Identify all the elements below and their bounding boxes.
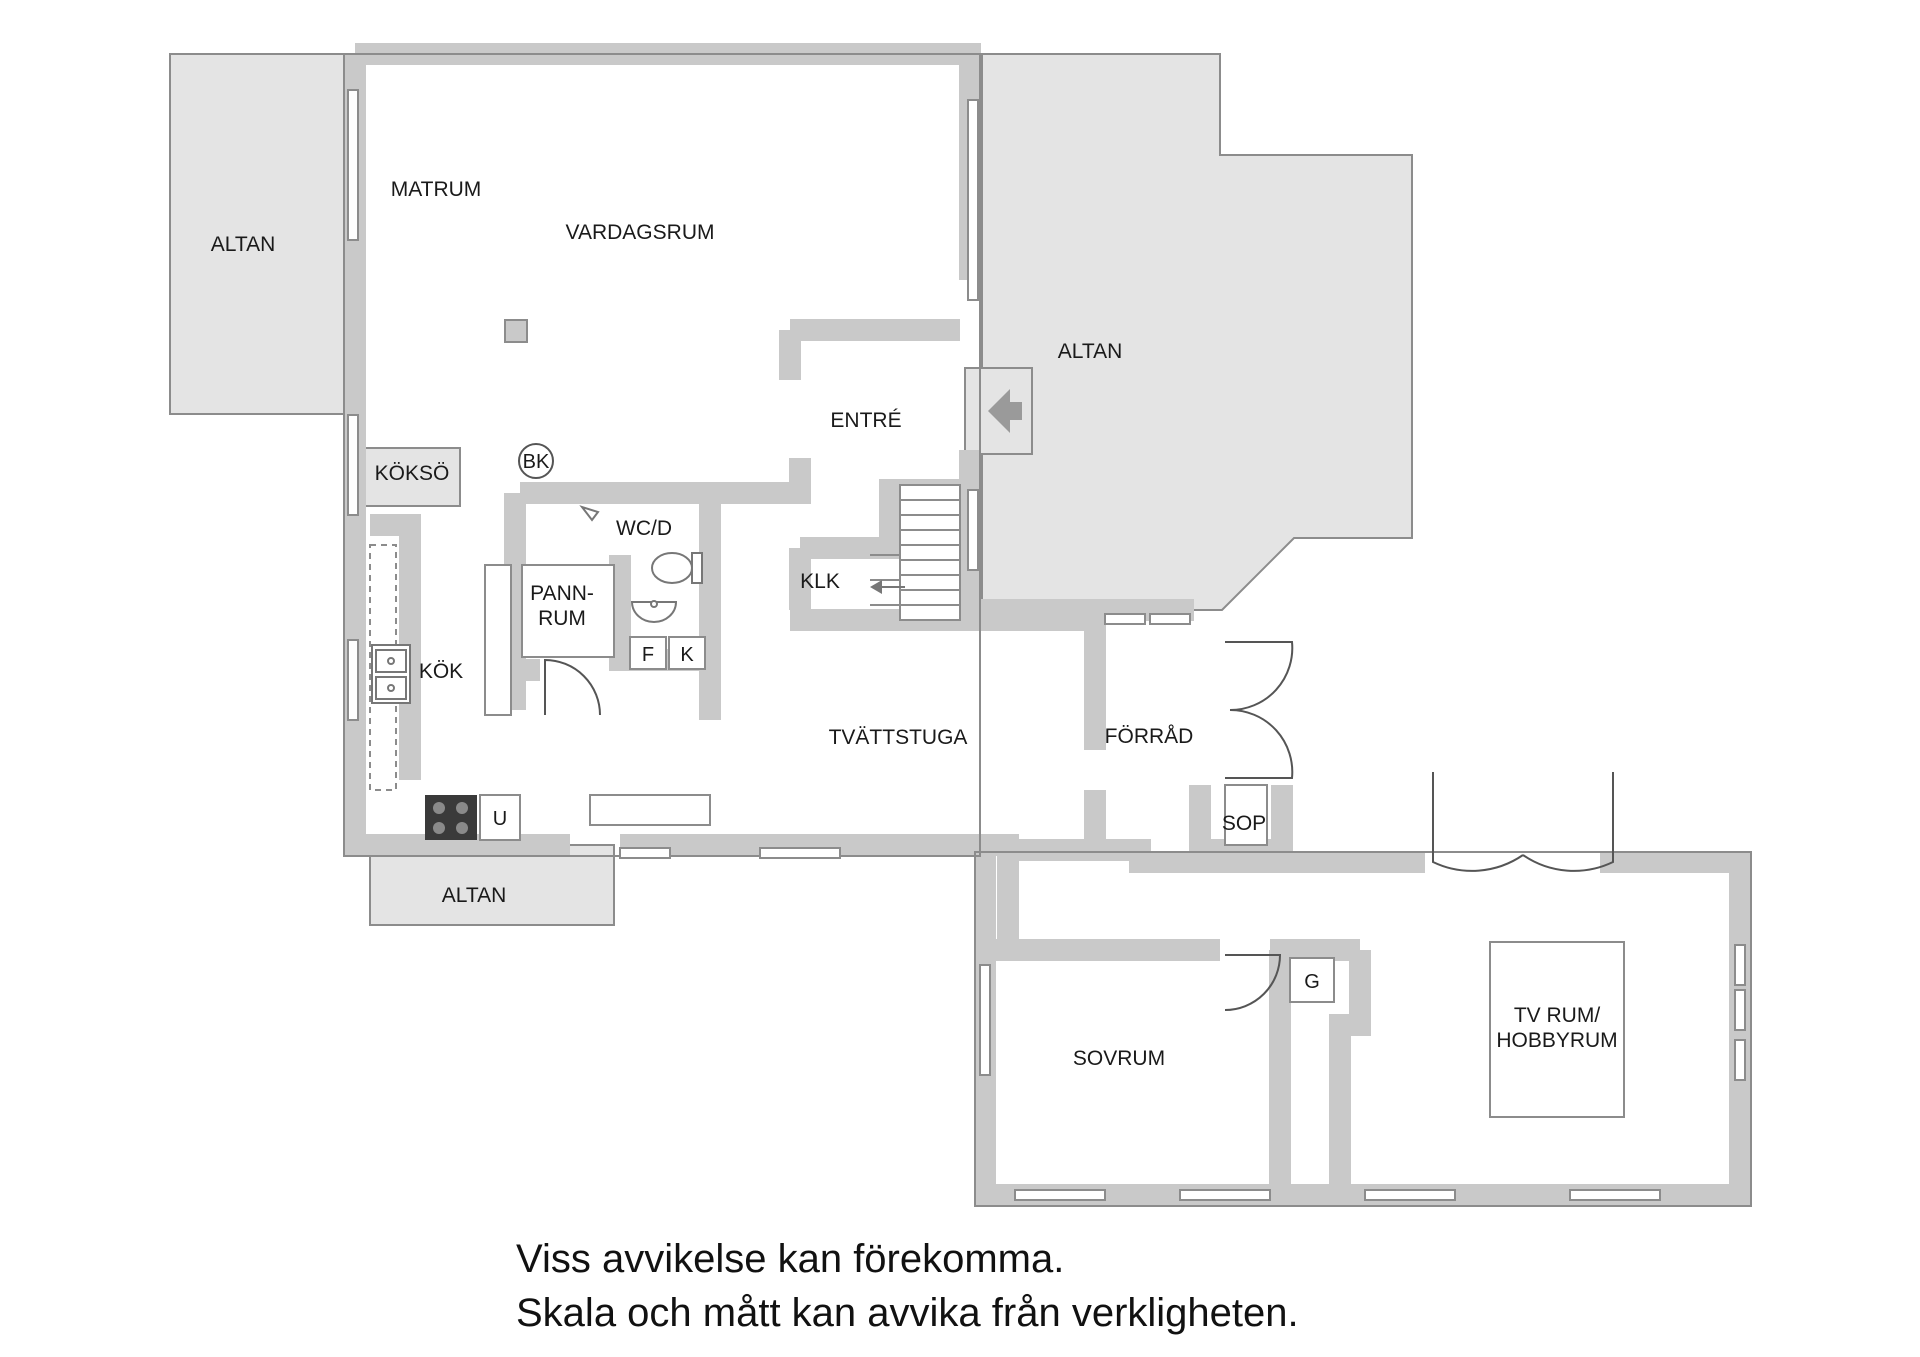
counter-bath xyxy=(589,794,711,826)
pillar xyxy=(504,319,528,343)
disclaimer-line-1: Viss avvikelse kan förekomma. xyxy=(516,1237,1065,1281)
entrance-arrow-icon xyxy=(988,389,1022,433)
label-bk: BK xyxy=(523,451,550,473)
shelf-pannrum xyxy=(484,564,512,716)
altan-west xyxy=(169,53,346,415)
window-sovrum-west xyxy=(979,964,991,1076)
window-west-3 xyxy=(347,639,359,721)
label-altan-east: ALTAN xyxy=(1058,340,1123,363)
door-forrad-b xyxy=(1225,708,1294,779)
window-east-1 xyxy=(967,99,979,301)
stairs-outline xyxy=(899,484,961,621)
door-pannrum xyxy=(544,658,601,716)
door-forrad-a xyxy=(1225,641,1294,712)
u-cabinet xyxy=(479,794,521,841)
door-tv-a xyxy=(1432,772,1524,872)
window-tv-south-1 xyxy=(1364,1189,1456,1201)
stairs-arrow-icon xyxy=(870,580,905,594)
stairs xyxy=(870,484,961,621)
window-tv-south-2 xyxy=(1569,1189,1661,1201)
label-g: G xyxy=(1304,971,1320,993)
koksoe-island xyxy=(364,447,461,507)
label-u: U xyxy=(493,808,507,830)
window-sovrum-south-2 xyxy=(1179,1189,1271,1201)
kitchen-sink-icon xyxy=(371,644,411,704)
doors xyxy=(544,641,1614,1011)
window-north-2 xyxy=(1149,613,1191,625)
f-cabinet xyxy=(629,636,667,670)
sop-closet xyxy=(1224,784,1268,846)
stairs-treads xyxy=(870,499,960,606)
label-pannrum-1: PANN- xyxy=(530,582,594,605)
label-entre: ENTRÉ xyxy=(830,409,901,432)
label-pannrum-2: RUM xyxy=(538,607,586,630)
label-klk: KLK xyxy=(800,570,840,593)
window-west-1 xyxy=(347,89,359,241)
label-altan-west: ALTAN xyxy=(211,233,276,256)
disclaimer: Viss avvikelse kan förekomma. Skala och … xyxy=(516,1232,1299,1340)
interior-wall-entre xyxy=(779,319,960,380)
shower-icon xyxy=(579,505,600,522)
window-north-1 xyxy=(1104,613,1146,625)
g-closet xyxy=(1289,957,1335,1003)
window-sovrum-south-1 xyxy=(1014,1189,1106,1201)
label-wcd: WC/D xyxy=(616,517,672,540)
altan-south xyxy=(369,844,615,926)
label-koksoe: KÖKSÖ xyxy=(375,462,450,485)
label-matrum: MATRUM xyxy=(391,178,482,201)
label-tvattstuga: TVÄTTSTUGA xyxy=(829,726,968,749)
label-tvrum-1: TV RUM/ xyxy=(1514,1004,1600,1027)
pannrum-room xyxy=(521,564,615,658)
window-west-2 xyxy=(347,414,359,516)
stove-icon xyxy=(425,795,477,840)
interior-wall-upper xyxy=(520,458,811,504)
door-tv-b xyxy=(1522,772,1614,872)
label-altan-south: ALTAN xyxy=(442,884,507,907)
label-forrad: FÖRRÅD xyxy=(1105,725,1194,748)
window-tv-east-2 xyxy=(1734,989,1746,1031)
window-east-2 xyxy=(967,489,979,571)
disclaimer-line-2: Skala och mått kan avvika från verklighe… xyxy=(516,1291,1299,1335)
label-f: F xyxy=(642,644,654,666)
k-cabinet xyxy=(668,636,706,670)
window-south-2 xyxy=(759,847,841,859)
windows xyxy=(347,89,1746,1201)
window-south-1 xyxy=(619,847,671,859)
label-sovrum: SOVRUM xyxy=(1073,1047,1165,1070)
label-vardagsrum: VARDAGSRUM xyxy=(566,221,715,244)
south-wing-outline xyxy=(974,851,1752,1207)
door-sovrum xyxy=(1224,954,1282,1011)
window-tv-east-3 xyxy=(1734,1039,1746,1081)
window-tv-east-1 xyxy=(1734,944,1746,986)
interior-wall-pannrum xyxy=(504,493,721,720)
tv-rug xyxy=(1489,941,1625,1118)
washbasin-icon xyxy=(630,600,678,623)
south-wing-outer-wall xyxy=(974,839,1751,1206)
bk-circle xyxy=(518,443,554,479)
altan-east xyxy=(981,53,1413,611)
label-kok: KÖK xyxy=(419,660,463,683)
label-tvrum-2: HOBBYRUM xyxy=(1496,1029,1617,1052)
toilet-icon xyxy=(651,552,703,584)
label-sop: SOP xyxy=(1222,812,1266,835)
label-k: K xyxy=(680,644,694,666)
